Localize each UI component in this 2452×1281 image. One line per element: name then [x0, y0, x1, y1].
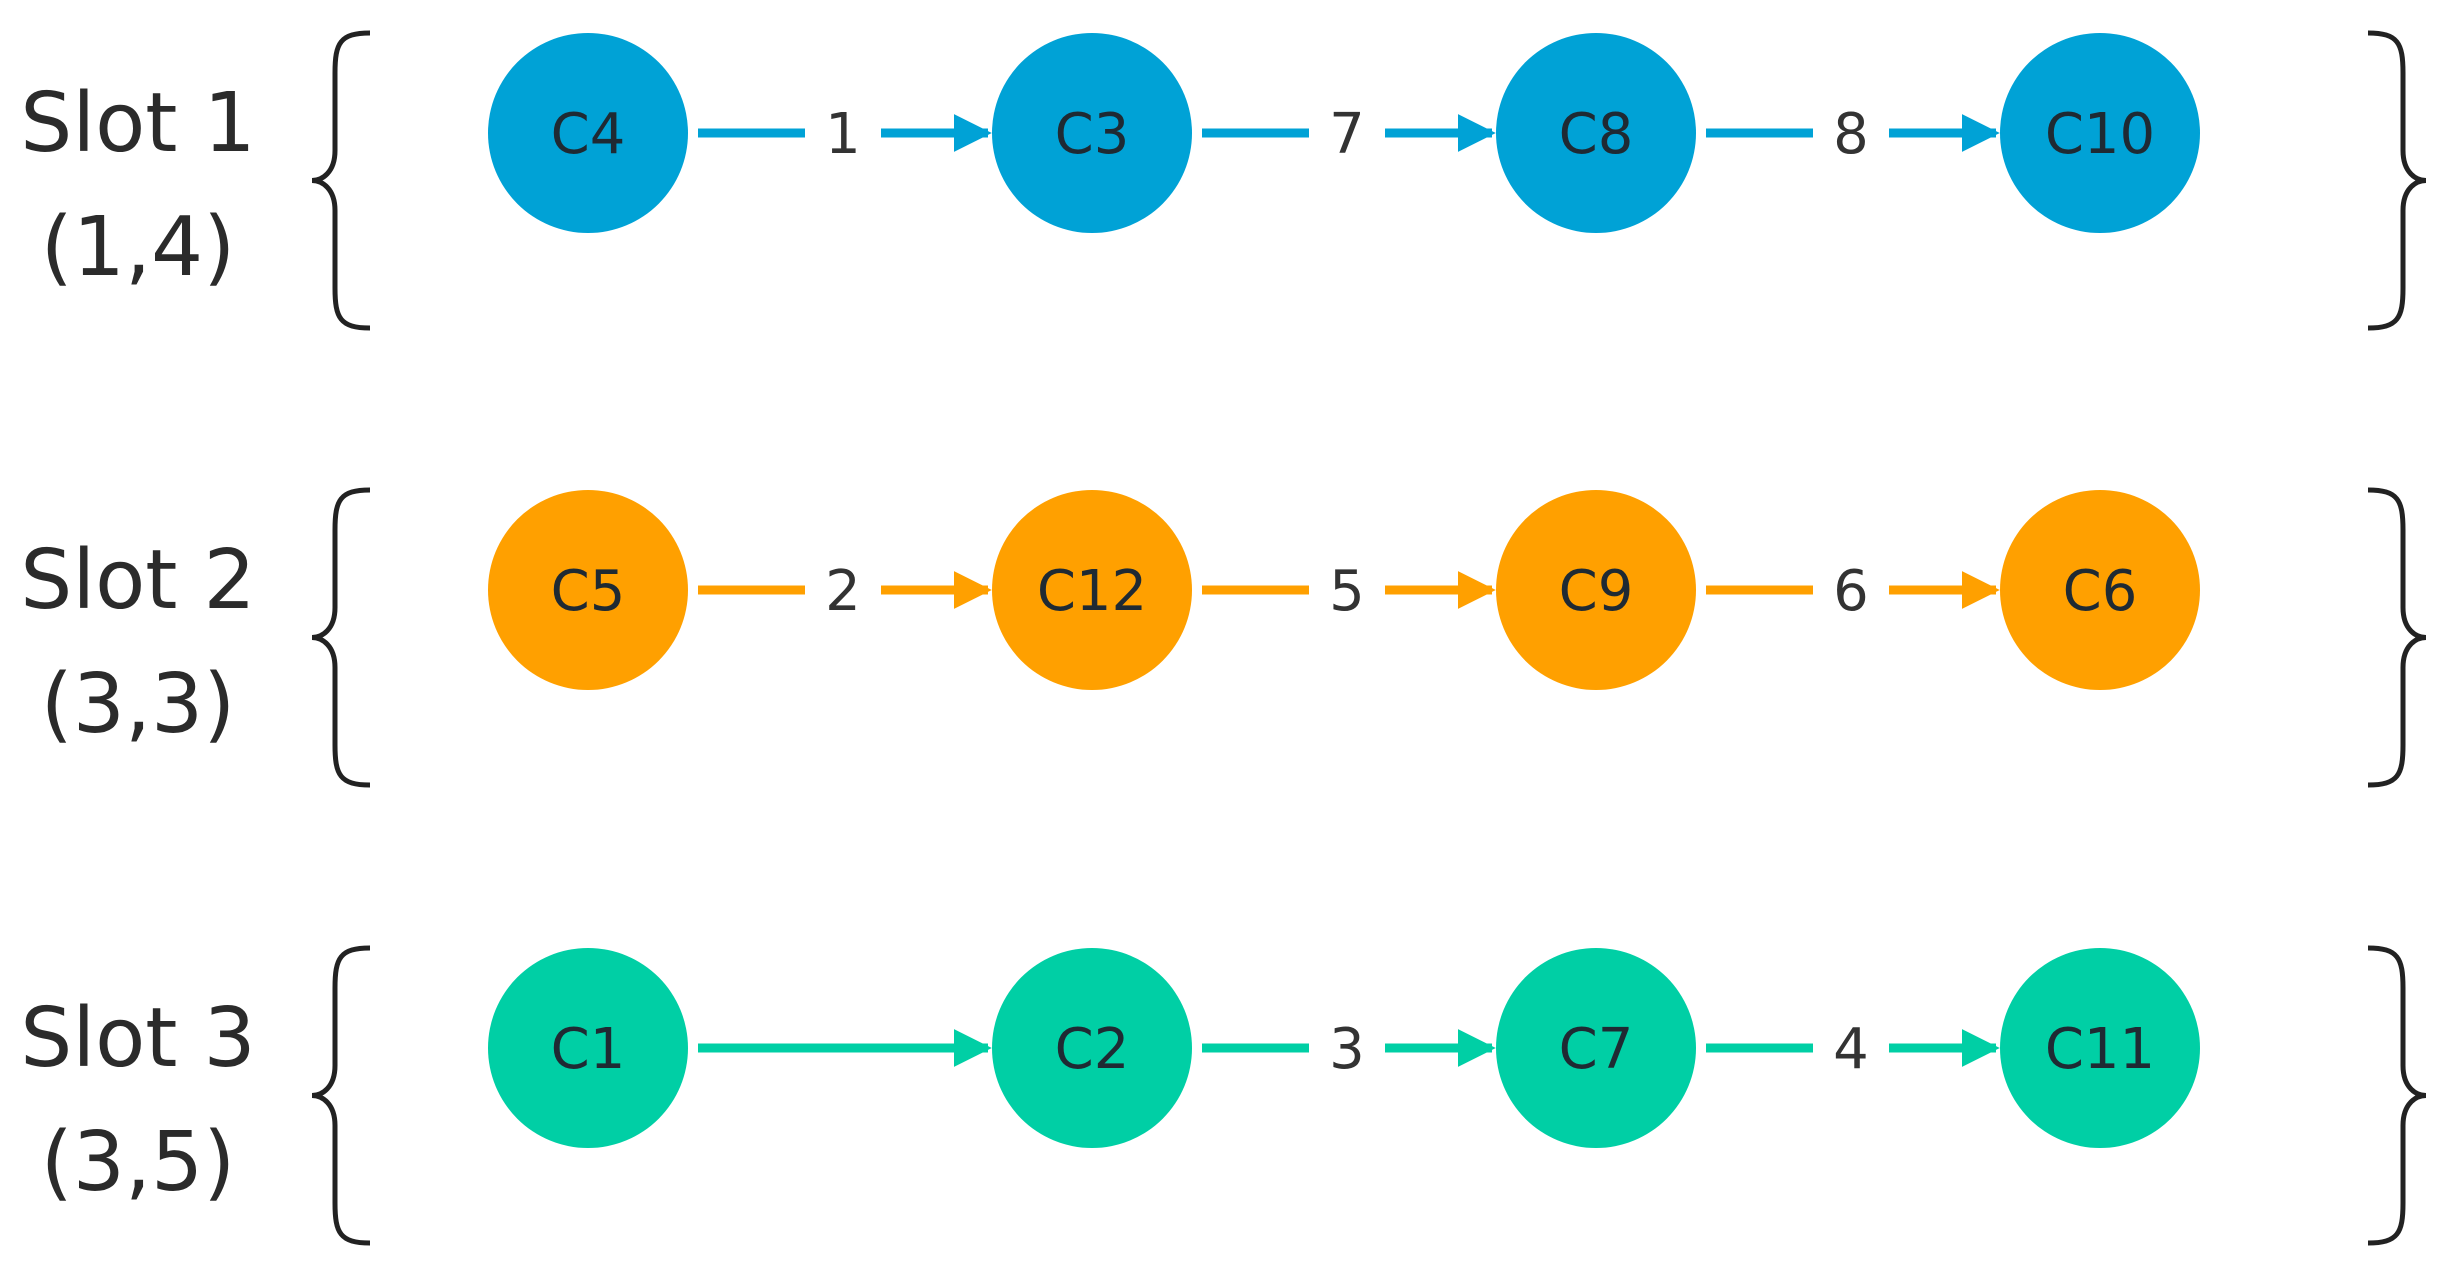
- node-label: C1: [551, 1017, 626, 1082]
- edge-C3-C8: 7: [1202, 102, 1496, 167]
- edge-C9-C6: 6: [1706, 559, 2000, 624]
- edge-label: 7: [1329, 102, 1365, 167]
- edge-C4-C3: 1: [698, 102, 992, 167]
- node-label: C11: [2045, 1017, 2155, 1082]
- left-brace: [311, 945, 371, 1246]
- edge-label: 8: [1833, 102, 1869, 167]
- node-circle: [992, 490, 1192, 690]
- slot-name: Slot 2: [20, 533, 255, 628]
- slot-name: Slot 3: [20, 991, 255, 1086]
- edge-label: 4: [1833, 1017, 1869, 1082]
- node-C10: C10: [2000, 33, 2200, 233]
- left-brace: [311, 30, 371, 331]
- edge-C2-C7: 3: [1202, 1017, 1496, 1082]
- node-C8: C8: [1496, 33, 1696, 233]
- node-circle: [992, 948, 1192, 1148]
- node-C3: C3: [992, 33, 1192, 233]
- node-C12: C12: [992, 490, 1192, 690]
- slot-row-2: Slot 2 (3,3) 2 5 6 C5 C12 C9 C6: [20, 487, 2427, 788]
- node-circle: [1496, 948, 1696, 1148]
- edge-label: 3: [1329, 1017, 1365, 1082]
- node-label: C5: [551, 559, 626, 624]
- edge-label: 1: [825, 102, 861, 167]
- node-C1: C1: [488, 948, 688, 1148]
- node-label: C8: [1559, 102, 1634, 167]
- slot-row-1: Slot 1 (1,4) 1 7 8 C4 C3 C8 C10: [20, 30, 2427, 331]
- node-label: C12: [1037, 559, 1147, 624]
- slot-name: Slot 1: [20, 76, 255, 171]
- slot-range: (1,4): [41, 200, 235, 295]
- node-C11: C11: [2000, 948, 2200, 1148]
- node-C5: C5: [488, 490, 688, 690]
- node-circle: [488, 33, 688, 233]
- node-C6: C6: [2000, 490, 2200, 690]
- edge-C12-C9: 5: [1202, 559, 1496, 624]
- slot-row-3: Slot 3 (3,5) 3 4 C1 C2 C7 C11: [20, 945, 2427, 1246]
- node-label: C2: [1055, 1017, 1130, 1082]
- node-C4: C4: [488, 33, 688, 233]
- edge-label: 2: [825, 559, 861, 624]
- node-circle: [2000, 33, 2200, 233]
- node-circle: [488, 948, 688, 1148]
- node-label: C10: [2045, 102, 2155, 167]
- node-circle: [2000, 490, 2200, 690]
- right-brace: [2367, 487, 2427, 788]
- node-circle: [488, 490, 688, 690]
- node-circle: [2000, 948, 2200, 1148]
- edge-C5-C12: 2: [698, 559, 992, 624]
- node-label: C4: [551, 102, 626, 167]
- node-circle: [1496, 33, 1696, 233]
- slot-range: (3,3): [41, 657, 235, 752]
- node-circle: [1496, 490, 1696, 690]
- node-label: C3: [1055, 102, 1130, 167]
- node-label: C6: [2063, 559, 2138, 624]
- edge-label: 5: [1329, 559, 1365, 624]
- edge-C7-C11: 4: [1706, 1017, 2000, 1082]
- right-brace: [2367, 30, 2427, 331]
- node-circle: [992, 33, 1192, 233]
- node-C2: C2: [992, 948, 1192, 1148]
- node-label: C7: [1559, 1017, 1634, 1082]
- left-brace: [311, 487, 371, 788]
- edge-label: 6: [1833, 559, 1869, 624]
- right-brace: [2367, 945, 2427, 1246]
- node-C9: C9: [1496, 490, 1696, 690]
- slot-range: (3,5): [41, 1115, 235, 1210]
- node-label: C9: [1559, 559, 1634, 624]
- edge-C8-C10: 8: [1706, 102, 2000, 167]
- node-C7: C7: [1496, 948, 1696, 1148]
